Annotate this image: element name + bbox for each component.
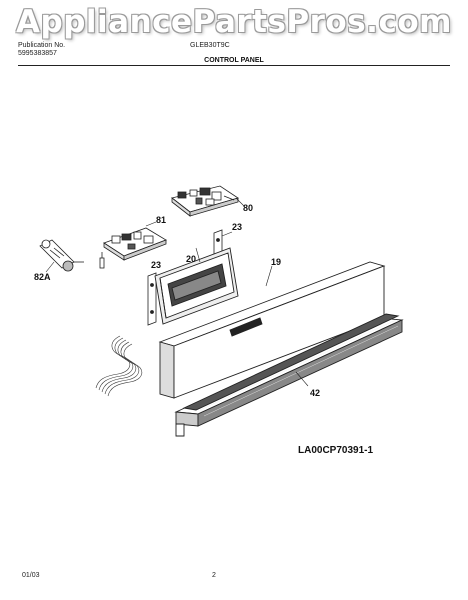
watermark: AppliancePartsPros.com [16, 4, 452, 40]
section-title: CONTROL PANEL [204, 57, 264, 64]
footer-date: 01/03 [22, 572, 40, 579]
callout-80: 80 [243, 203, 253, 213]
callout-23-left: 23 [151, 260, 161, 270]
publication-number: 5995383857 [18, 50, 57, 57]
callout-81: 81 [156, 215, 166, 225]
callout-23-right: 23 [232, 222, 242, 232]
page-number: 2 [212, 572, 216, 579]
control-board-80 [171, 185, 239, 217]
publication-label: Publication No. [18, 42, 66, 49]
model-number: GLEB30T9C [190, 42, 230, 49]
callout-42: 42 [310, 388, 320, 398]
callout-19: 19 [271, 257, 281, 267]
callout-20: 20 [186, 254, 196, 264]
control-panel-19 [158, 261, 386, 399]
wire-harness [95, 335, 143, 397]
display-module-20 [154, 247, 239, 325]
bracket-23-left [147, 272, 157, 326]
clip-fastener [99, 252, 105, 269]
header-rule [18, 65, 450, 66]
callout-82a: 82A [34, 272, 51, 282]
drawing-code: LA00CP70391-1 [298, 445, 374, 456]
connector-82a [39, 239, 84, 272]
trim-rail-42 [174, 313, 404, 437]
control-board-81 [103, 227, 167, 261]
